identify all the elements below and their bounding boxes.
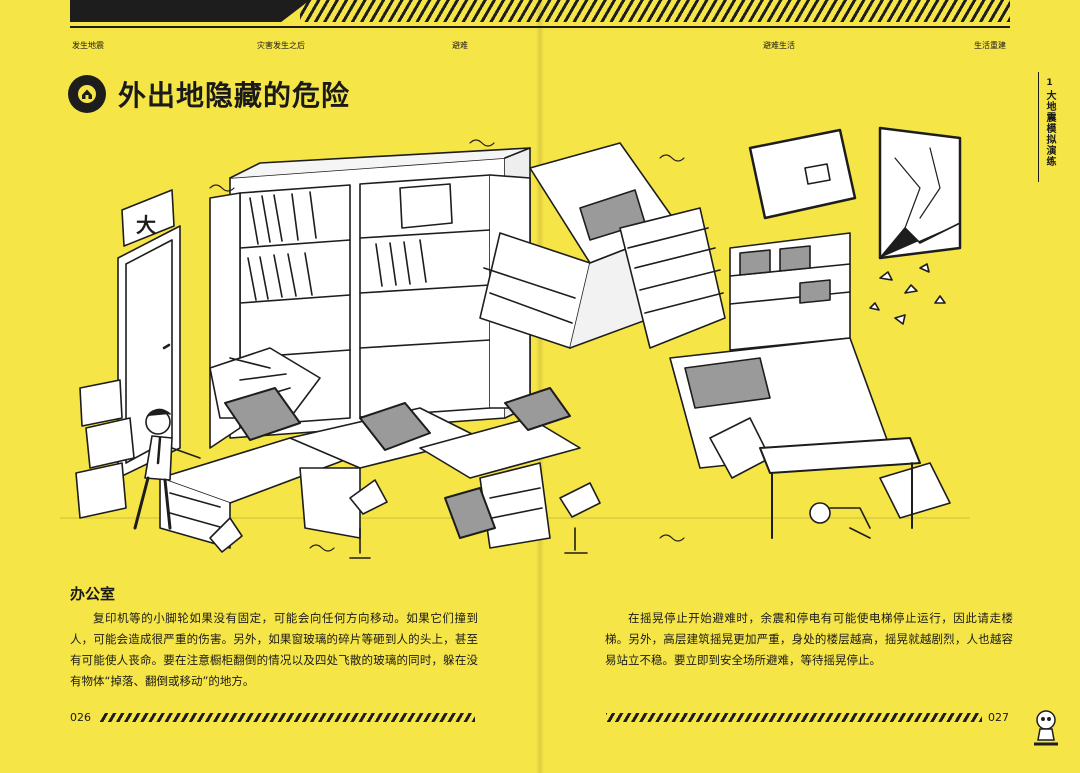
boxes-left	[75, 379, 135, 519]
office-worker	[133, 408, 201, 530]
door-sign: 大	[121, 189, 175, 247]
nav-item-rebuild: 生活重建	[974, 41, 1006, 50]
top-hazard-stripes	[300, 0, 1010, 22]
glass-shards	[869, 263, 946, 325]
table-shelter	[759, 437, 921, 539]
nav-item-after-disaster: 灾害发生之后	[257, 41, 305, 50]
nav-item-earthquake: 发生地震	[72, 41, 104, 50]
shelf-unit	[619, 207, 851, 351]
right-page-number: 027	[988, 711, 1009, 724]
left-paragraph: 复印机等的小脚轮如果没有固定，可能会向任何方向移动。如果它们撞到人，可能会造成很…	[70, 611, 478, 688]
chapter-side-tab: 1 大地震模拟演练	[1038, 72, 1060, 182]
whiteboard	[748, 128, 857, 220]
section-heading: 办公室	[70, 585, 116, 603]
house-icon	[68, 75, 106, 113]
side-tab-number: 1	[1046, 78, 1053, 88]
right-footer-stripe	[606, 713, 982, 722]
office-desks	[159, 407, 581, 549]
mascot-icon	[1034, 710, 1058, 746]
top-rule	[70, 26, 1010, 28]
office-earthquake-illustration: 大	[60, 126, 970, 559]
right-paragraph: 在摇晃停止开始避难时，余震和停电有可能使电梯停止运行，因此请走楼梯。另外，高层建…	[605, 611, 1013, 667]
page-gutter	[536, 0, 544, 773]
left-page-number: 026	[70, 711, 91, 724]
side-tab-label: 大地震模拟演练	[1044, 90, 1055, 167]
top-black-bar	[70, 0, 310, 22]
door-sign-text: 大	[136, 213, 156, 237]
nav-item-evacuation-life: 避难生活	[763, 41, 795, 50]
page-title: 外出地隐藏的危险	[118, 79, 351, 112]
shake-lines	[209, 139, 685, 552]
nav-item-evacuation: 避难	[452, 41, 468, 50]
top-band	[70, 0, 1010, 30]
broken-window	[878, 126, 962, 260]
page-title-block: 外出地隐藏的危险	[68, 72, 350, 116]
monitors	[224, 387, 571, 539]
chapter-nav: 发生地震 灾害发生之后 避难 避难生活 生活重建	[0, 40, 1080, 54]
left-footer-stripe	[100, 713, 475, 722]
